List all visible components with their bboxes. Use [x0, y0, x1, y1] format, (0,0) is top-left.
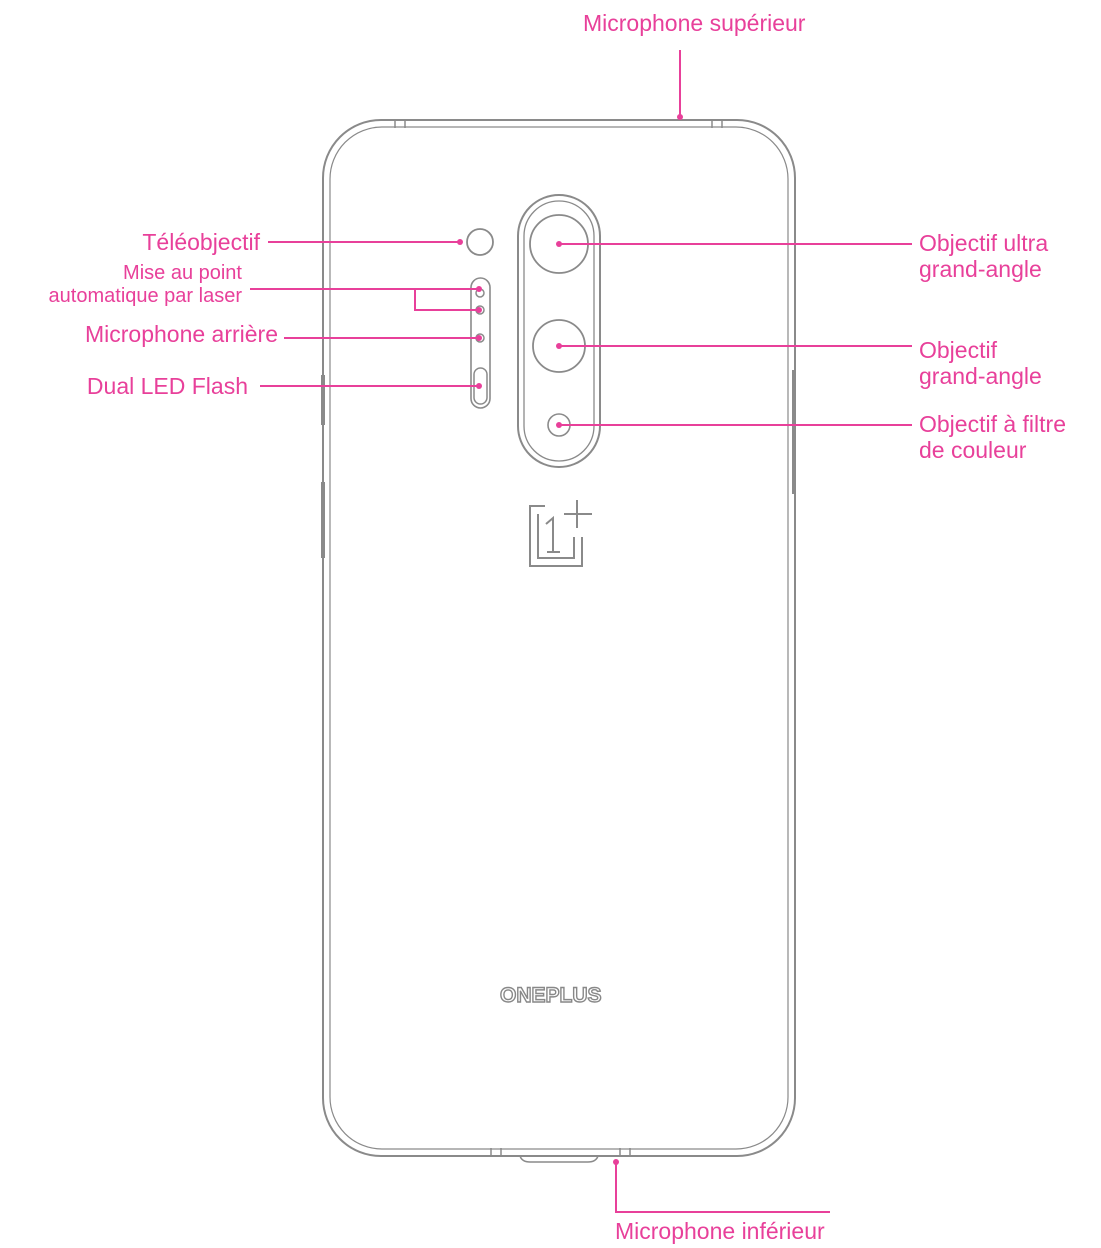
callout-lines	[250, 50, 912, 1213]
label-color-filter-lens: Objectif à filtre de couleur	[919, 411, 1066, 463]
alert-slider	[321, 375, 325, 425]
label-telephoto: Téléobjectif	[142, 229, 260, 255]
callout-dots	[457, 114, 683, 1165]
label-top-microphone: Microphone supérieur	[583, 10, 806, 36]
label-bottom-microphone: Microphone inférieur	[615, 1218, 825, 1244]
side-buttons	[321, 370, 796, 558]
oneplus-logo	[529, 500, 592, 567]
power-button	[792, 370, 796, 494]
label-rear-microphone: Microphone arrière	[84, 321, 278, 347]
label-dual-led-flash: Dual LED Flash	[86, 373, 248, 399]
sensor-strip	[470, 277, 491, 409]
label-laser-autofocus: Mise au point automatique par laser	[48, 262, 242, 307]
label-wide-lens: Objectif grand-angle	[919, 337, 1042, 389]
volume-button	[321, 482, 325, 558]
telephoto-lens	[466, 228, 494, 256]
phone-body	[322, 119, 796, 1163]
label-ultra-wide-lens: Objectif ultra grand-angle	[919, 230, 1049, 282]
camera-module	[466, 194, 601, 468]
brand-wordmark: ONEPLUS	[499, 983, 602, 1007]
